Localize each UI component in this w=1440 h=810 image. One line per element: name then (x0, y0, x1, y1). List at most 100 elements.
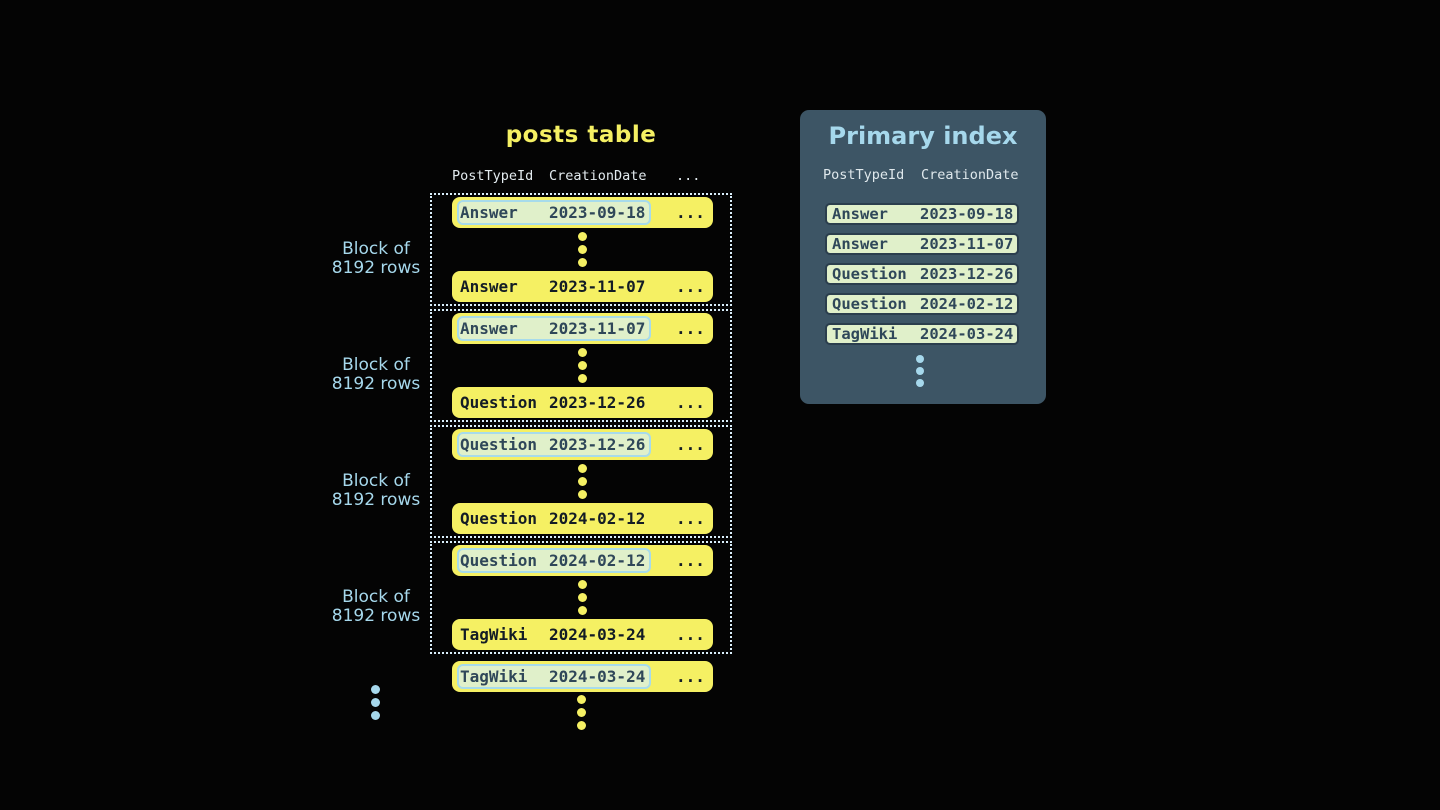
row-post-type: Question (460, 393, 538, 412)
row-ellipsis: ... (676, 551, 705, 570)
row-creation-date: 2023-12-26 (549, 435, 646, 454)
dot-icon (578, 580, 587, 589)
index-entry-highlight (457, 664, 651, 689)
posts-col-creationdate: CreationDate (549, 168, 647, 184)
more-index-entries-dots (916, 355, 924, 387)
row-creation-date: 2023-11-07 (549, 319, 646, 338)
row-creation-date: 2024-02-12 (549, 509, 646, 528)
dot-icon (578, 593, 587, 602)
row-creation-date: 2023-12-26 (549, 393, 646, 412)
index-post-type: Answer (832, 235, 888, 253)
dot-icon (577, 721, 586, 730)
index-col-creationdate: CreationDate (921, 167, 1019, 183)
row-post-type: Answer (460, 319, 518, 338)
block-1-last-row: Answer 2023-11-07 ... (452, 271, 713, 302)
dot-icon (916, 355, 924, 363)
block-label-4: Block of 8192 rows (320, 588, 432, 626)
primary-index-title: Primary index (828, 122, 1018, 150)
dot-icon (577, 708, 586, 717)
index-entry-1: Answer 2023-09-18 (825, 203, 1019, 225)
index-entry-3: Question 2023-12-26 (825, 263, 1019, 285)
hidden-rows-dots (578, 580, 587, 615)
block-2-first-row: Answer 2023-11-07 ... (452, 313, 713, 344)
dot-icon (578, 374, 587, 383)
block-2-last-row: Question 2023-12-26 ... (452, 387, 713, 418)
block-label-line1: Block of (342, 239, 410, 259)
block-label-line1: Block of (342, 587, 410, 607)
row-ellipsis: ... (676, 625, 705, 644)
block-3: Question 2023-12-26 ... Question 2024-02… (430, 425, 732, 538)
row-ellipsis: ... (676, 319, 705, 338)
row-creation-date: 2024-03-24 (549, 667, 646, 686)
index-entry-4: Question 2024-02-12 (825, 293, 1019, 315)
row-post-type: Question (460, 435, 538, 454)
dot-icon (371, 685, 380, 694)
row-post-type: Answer (460, 277, 518, 296)
hidden-rows-dots (578, 232, 587, 267)
block-label-line2: 8192 rows (331, 606, 421, 626)
more-rows-dots (577, 695, 586, 730)
block-4-last-row: TagWiki 2024-03-24 ... (452, 619, 713, 650)
posts-col-ellipsis: ... (676, 168, 701, 184)
index-post-type: TagWiki (832, 325, 898, 343)
index-entry-5: TagWiki 2024-03-24 (825, 323, 1019, 345)
row-post-type: Answer (460, 203, 518, 222)
row-creation-date: 2024-03-24 (549, 625, 646, 644)
dot-icon (578, 477, 587, 486)
row-ellipsis: ... (676, 203, 705, 222)
dot-icon (577, 695, 586, 704)
index-entry-highlight (457, 316, 651, 341)
index-entry-highlight (457, 432, 651, 457)
hidden-rows-dots (578, 348, 587, 383)
dot-icon (578, 232, 587, 241)
block-label-line1: Block of (342, 355, 410, 375)
row-creation-date: 2023-09-18 (549, 203, 646, 222)
next-block-first-row: TagWiki 2024-03-24 ... (452, 661, 713, 692)
block-3-first-row: Question 2023-12-26 ... (452, 429, 713, 460)
index-post-type: Answer (832, 205, 888, 223)
row-post-type: TagWiki (460, 625, 528, 644)
dot-icon (916, 379, 924, 387)
block-label-1: Block of 8192 rows (320, 240, 432, 278)
hidden-rows-dots (578, 464, 587, 499)
block-1-first-row: Answer 2023-09-18 ... (452, 197, 713, 228)
index-entry-highlight (457, 548, 651, 573)
index-col-posttypeid: PostTypeId (823, 167, 905, 183)
block-label-line2: 8192 rows (331, 258, 421, 278)
block-4-first-row: Question 2024-02-12 ... (452, 545, 713, 576)
primary-index-panel: Primary index PostTypeId CreationDate An… (800, 110, 1046, 404)
block-3-last-row: Question 2024-02-12 ... (452, 503, 713, 534)
dot-icon (578, 490, 587, 499)
dot-icon (578, 464, 587, 473)
block-2: Answer 2023-11-07 ... Question 2023-12-2… (430, 309, 732, 422)
posts-col-posttypeid: PostTypeId (452, 168, 534, 184)
dot-icon (916, 367, 924, 375)
row-creation-date: 2023-11-07 (549, 277, 646, 296)
dot-icon (371, 698, 380, 707)
block-label-3: Block of 8192 rows (320, 472, 432, 510)
index-creation-date: 2024-02-12 (920, 295, 1014, 313)
row-ellipsis: ... (676, 393, 705, 412)
row-ellipsis: ... (676, 435, 705, 454)
dot-icon (578, 258, 587, 267)
row-post-type: Question (460, 551, 538, 570)
dot-icon (578, 348, 587, 357)
index-creation-date: 2023-12-26 (920, 265, 1014, 283)
row-post-type: TagWiki (460, 667, 528, 686)
block-label-line2: 8192 rows (331, 490, 421, 510)
row-ellipsis: ... (676, 509, 705, 528)
dot-icon (578, 245, 587, 254)
dot-icon (371, 711, 380, 720)
row-creation-date: 2024-02-12 (549, 551, 646, 570)
block-label-line1: Block of (342, 471, 410, 491)
index-post-type: Question (832, 265, 907, 283)
primary-index-column-headers: PostTypeId CreationDate (823, 167, 1019, 183)
row-ellipsis: ... (676, 667, 705, 686)
block-4: Question 2024-02-12 ... TagWiki 2024-03-… (430, 541, 732, 654)
index-creation-date: 2023-11-07 (920, 235, 1014, 253)
block-1: Answer 2023-09-18 ... Answer 2023-11-07 … (430, 193, 732, 306)
more-blocks-dots (371, 685, 380, 720)
dot-icon (578, 606, 587, 615)
row-ellipsis: ... (676, 277, 705, 296)
